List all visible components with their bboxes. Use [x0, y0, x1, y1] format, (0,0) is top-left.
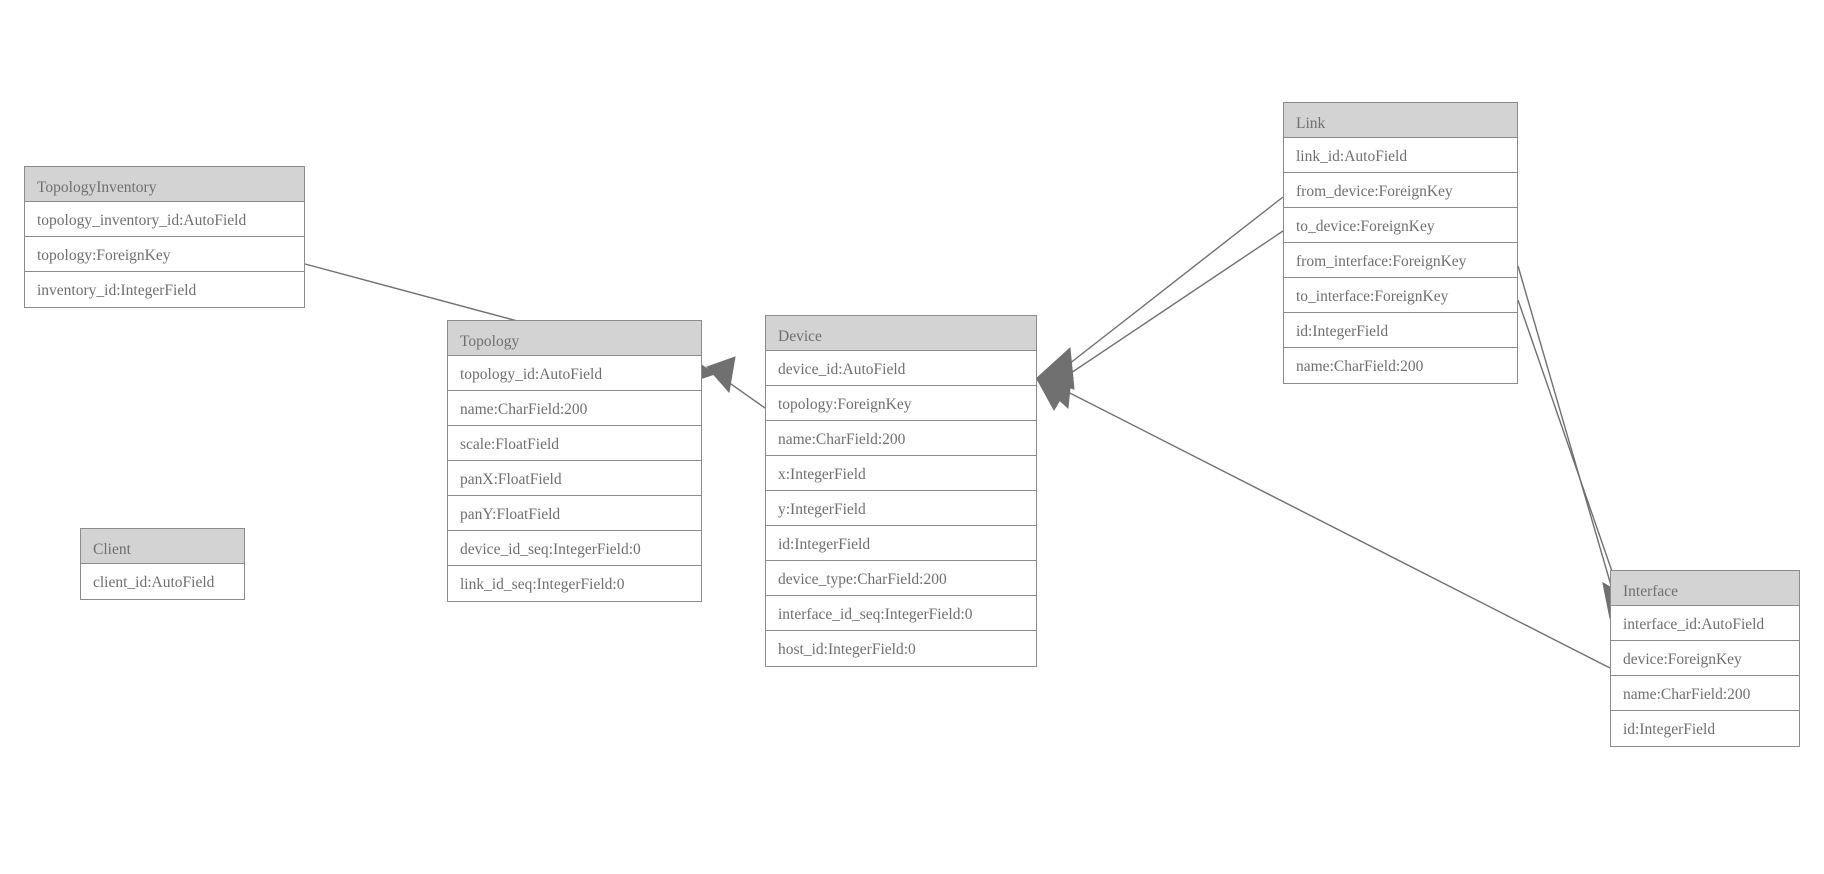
relationship-line — [1061, 230, 1284, 380]
relationship-edge — [1036, 196, 1284, 390]
entity-field-row[interactable]: interface_id_seq:IntegerField:0 — [766, 596, 1036, 631]
entity-title-device: Device — [766, 316, 1036, 351]
relationship-line — [1059, 196, 1284, 372]
entity-field-row[interactable]: from_interface:ForeignKey — [1284, 243, 1517, 278]
relationship-line — [713, 371, 766, 409]
entity-field-row[interactable]: to_interface:ForeignKey — [1284, 278, 1517, 313]
entity-title-client: Client — [81, 529, 244, 564]
entity-field-row[interactable]: name:CharField:200 — [448, 391, 701, 426]
entity-field-row[interactable]: scale:FloatField — [448, 426, 701, 461]
entity-field-row[interactable]: interface_id:AutoField — [1611, 606, 1799, 641]
entity-field-row[interactable]: to_device:ForeignKey — [1284, 208, 1517, 243]
entity-field-row[interactable]: topology_id:AutoField — [448, 356, 701, 391]
entity-field-row[interactable]: y:IntegerField — [766, 491, 1036, 526]
entity-field-row[interactable]: name:CharField:200 — [1284, 348, 1517, 383]
relationship-line — [1517, 299, 1625, 607]
relationship-line — [1059, 387, 1611, 669]
entity-field-row[interactable]: device_type:CharField:200 — [766, 561, 1036, 596]
entity-field-row[interactable]: id:IntegerField — [1284, 313, 1517, 348]
entity-field-row[interactable]: name:CharField:200 — [1611, 676, 1799, 711]
entity-field-row[interactable]: link_id_seq:IntegerField:0 — [448, 566, 701, 601]
entity-field-row[interactable]: device_id:AutoField — [766, 351, 1036, 386]
entity-field-row[interactable]: x:IntegerField — [766, 456, 1036, 491]
entity-field-row[interactable]: inventory_id:IntegerField — [25, 272, 304, 307]
relationship-line — [1517, 265, 1618, 607]
entity-field-row[interactable]: id:IntegerField — [766, 526, 1036, 561]
entity-field-row[interactable]: topology:ForeignKey — [25, 237, 304, 272]
relationship-edge — [1036, 230, 1284, 410]
entity-field-row[interactable]: panX:FloatField — [448, 461, 701, 496]
relationship-arrowhead — [1036, 377, 1074, 412]
entity-title-topology: Topology — [448, 321, 701, 356]
relationship-arrowhead — [706, 356, 736, 394]
entity-field-row[interactable]: panY:FloatField — [448, 496, 701, 531]
entity-title-interface: Interface — [1611, 571, 1799, 606]
entity-field-row[interactable]: client_id:AutoField — [81, 564, 244, 599]
relationship-edge — [1517, 265, 1635, 619]
entity-title-link: Link — [1284, 103, 1517, 138]
entity-field-row[interactable]: name:CharField:200 — [766, 421, 1036, 456]
relationship-arrowhead — [1036, 346, 1075, 390]
entity-field-row[interactable]: topology_inventory_id:AutoField — [25, 202, 304, 237]
relationship-arrowhead — [1036, 367, 1073, 410]
entity-field-row[interactable]: device_id_seq:IntegerField:0 — [448, 531, 701, 566]
entity-field-row[interactable]: from_device:ForeignKey — [1284, 173, 1517, 208]
relationship-edge — [706, 356, 766, 409]
entity-field-row[interactable]: topology:ForeignKey — [766, 386, 1036, 421]
entity-field-row[interactable]: link_id:AutoField — [1284, 138, 1517, 173]
entity-field-row[interactable]: host_id:IntegerField:0 — [766, 631, 1036, 666]
entity-field-row[interactable]: device:ForeignKey — [1611, 641, 1799, 676]
relationship-edge — [1036, 377, 1611, 669]
entity-title-topology_inventory: TopologyInventory — [25, 167, 304, 202]
entity-field-row[interactable]: id:IntegerField — [1611, 711, 1799, 746]
